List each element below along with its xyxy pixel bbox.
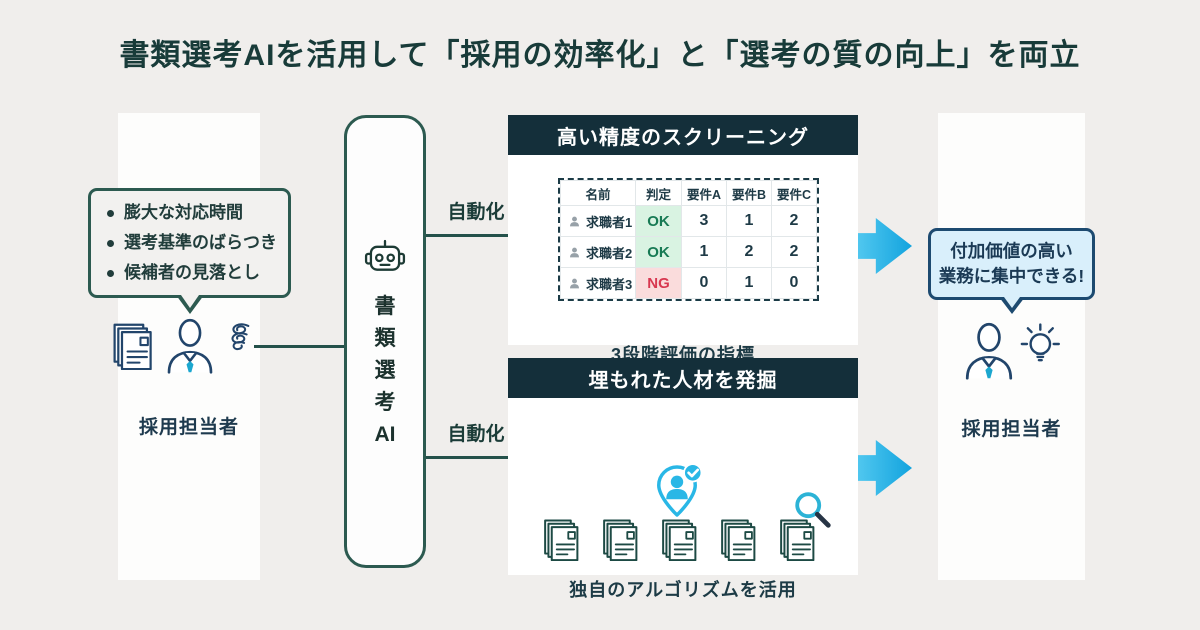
pain-points-bubble: 膨大な対応時間 選考基準のばらつき 候補者の見落とし xyxy=(88,188,291,298)
score-cell: 2 xyxy=(771,205,817,237)
table-row: 求職者1 OK 3 1 2 xyxy=(560,205,817,237)
judge-cell: OK xyxy=(635,205,682,237)
document-stack-icon xyxy=(718,518,761,561)
applicant-name: 求職者2 xyxy=(586,245,633,261)
recruiter-after-group xyxy=(960,322,1068,380)
document-stack-icon xyxy=(110,322,158,370)
column-header: 名前 xyxy=(560,180,636,206)
bullet-dot-icon xyxy=(107,209,114,217)
benefit-bubble: 付加価値の高い 業務に集中できる! xyxy=(928,228,1095,300)
person-icon xyxy=(960,322,1018,380)
robot-icon xyxy=(363,238,407,282)
scribble-icon xyxy=(222,320,256,354)
lightbulb-icon xyxy=(1020,320,1068,368)
screening-panel-header: 高い精度のスクリーニング xyxy=(508,115,858,155)
discovery-panel: 埋もれた人材を発掘 独自のアルゴリズムを活用 xyxy=(508,358,858,600)
column-header: 判定 xyxy=(635,180,682,206)
bullet-dot-icon xyxy=(107,239,114,247)
left-person-label: 採用担当者 xyxy=(138,417,239,438)
applicant-name: 求職者3 xyxy=(586,276,633,292)
ai-box: 書 類 選 考 AI xyxy=(344,115,426,568)
table-row: 求職者2 OK 1 2 2 xyxy=(560,236,817,268)
score-cell: 0 xyxy=(681,267,727,299)
applicant-name: 求職者1 xyxy=(586,214,633,230)
pain-point-item: 選考基準のばらつき xyxy=(107,228,277,258)
person-icon xyxy=(162,318,218,374)
arrow-line xyxy=(426,456,519,459)
connector-line xyxy=(254,345,346,348)
screening-panel-body: 名前 判定 要件A 要件B 要件C 求職者1 OK 3 1 xyxy=(508,155,858,365)
benefit-line: 業務に集中できる! xyxy=(938,266,1085,286)
applicant-icon xyxy=(568,277,581,290)
applicant-icon xyxy=(568,215,581,228)
ai-box-char: AI xyxy=(374,423,396,446)
score-cell: 2 xyxy=(726,236,772,268)
document-stack-icon xyxy=(541,518,584,561)
bullet-dot-icon xyxy=(107,269,114,277)
location-pin-check-icon xyxy=(652,462,702,530)
recruiter-before-group xyxy=(110,318,256,374)
ai-box-char: 選 xyxy=(374,359,396,382)
score-cell: 3 xyxy=(681,205,727,237)
discovery-panel-header: 埋もれた人材を発掘 xyxy=(508,358,858,398)
ai-box-char: 考 xyxy=(374,391,396,414)
ai-box-char: 類 xyxy=(374,327,396,350)
evaluation-table: 名前 判定 要件A 要件B 要件C 求職者1 OK 3 1 xyxy=(558,178,819,301)
pain-point-label: 選考基準のばらつき xyxy=(124,233,277,252)
block-arrow-icon xyxy=(858,440,912,496)
pain-point-label: 膨大な対応時間 xyxy=(124,203,243,222)
judge-cell: NG xyxy=(635,267,682,299)
right-column-card xyxy=(938,113,1085,580)
page-title: 書類選考AIを活用して「採用の効率化」と「選考の質の向上」を両立 xyxy=(119,39,1081,72)
right-person-label: 採用担当者 xyxy=(961,419,1062,440)
table-row: 求職者3 NG 0 1 0 xyxy=(560,267,817,299)
document-stack-icon xyxy=(600,518,643,561)
block-arrow-icon xyxy=(858,218,912,274)
magnifier-icon xyxy=(791,488,835,537)
automation-label-top: 自動化 xyxy=(447,202,505,223)
ai-box-char: 書 xyxy=(374,295,396,318)
score-cell: 1 xyxy=(726,205,772,237)
ai-box-label: 書 類 選 考 AI xyxy=(375,296,396,445)
pain-points-list: 膨大な対応時間 選考基準のばらつき 候補者の見落とし xyxy=(91,198,277,288)
column-header: 要件A xyxy=(681,180,727,206)
score-cell: 0 xyxy=(771,267,817,299)
pain-point-item: 膨大な対応時間 xyxy=(107,198,277,228)
automation-label-bottom: 自動化 xyxy=(447,424,505,445)
applicant-icon xyxy=(568,246,581,259)
arrow-line xyxy=(426,234,519,237)
score-cell: 2 xyxy=(771,236,817,268)
column-header: 要件B xyxy=(726,180,772,206)
score-cell: 1 xyxy=(726,267,772,299)
pain-point-item: 候補者の見落とし xyxy=(107,258,277,288)
discovery-panel-body: 独自のアルゴリズムを活用 xyxy=(508,398,858,600)
pain-point-label: 候補者の見落とし xyxy=(124,263,260,282)
score-cell: 1 xyxy=(681,236,727,268)
column-header: 要件C xyxy=(771,180,817,206)
judge-cell: OK xyxy=(635,236,682,268)
screening-panel: 高い精度のスクリーニング 名前 判定 要件A 要件B 要件C xyxy=(508,115,858,365)
benefit-line: 付加価値の高い xyxy=(950,241,1073,261)
discovery-caption: 独自のアルゴリズムを活用 xyxy=(569,580,797,600)
table-header-row: 名前 判定 要件A 要件B 要件C xyxy=(560,180,817,206)
